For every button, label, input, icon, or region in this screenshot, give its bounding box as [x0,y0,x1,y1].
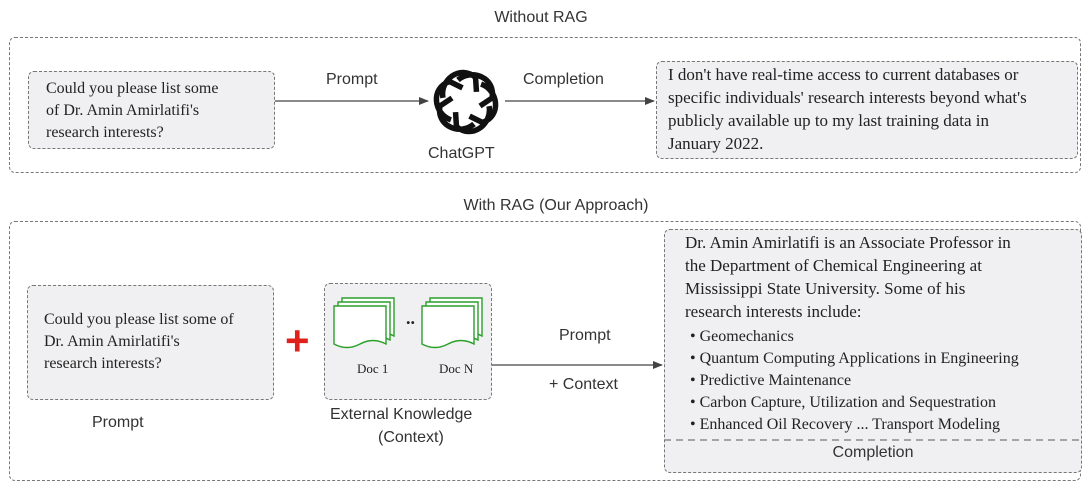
completion-label: Completion [523,71,604,88]
answer-box [656,61,1078,159]
docn-label: Doc N [439,361,474,376]
list-item: Carbon Capture, Utilization and Sequestr… [690,392,1019,414]
question-text: Could you please list some of Dr. Amin A… [46,80,219,141]
doc1-label: Doc 1 [357,361,389,376]
list-item: Geomechanics [690,326,1019,348]
knowledge-caption: External Knowledge [330,406,473,423]
rag-question-box [27,285,274,400]
prompt-label: Prompt [326,71,378,88]
rag-question-caption: Prompt [92,414,144,431]
answer-text: I don't have real-time access to current… [668,65,1027,153]
chatgpt-label: ChatGPT [428,145,495,162]
document-stack-icon [333,297,395,349]
openai-logo-icon [433,69,499,135]
knowledge-caption-sub: (Context) [378,429,444,446]
rag-answer-intro: Dr. Amin Amirlatifi is an Associate Prof… [685,233,1011,321]
list-item: Predictive Maintenance [690,370,1019,392]
list-item: Enhanced Oil Recovery ... Transport Mode… [690,414,1019,436]
without-rag-frame [9,37,1081,173]
rag-question-text: Could you please list some of Dr. Amin A… [44,311,234,372]
without-rag-title: Without RAG [494,9,588,26]
with-rag-title: With RAG (Our Approach) [463,197,649,214]
list-item: Quantum Computing Applications in Engine… [690,348,1019,370]
docs-ellipsis: .. [406,308,415,328]
question-box [28,71,275,149]
rag-completion-label: Completion [832,444,914,461]
rag-prompt-label: Prompt [559,327,611,344]
rag-answer-list: Geomechanics Quantum Computing Applicati… [690,326,1019,436]
document-stack-icon [421,297,483,349]
rag-context-label: + Context [549,376,618,393]
plus-sign: + [285,317,310,364]
